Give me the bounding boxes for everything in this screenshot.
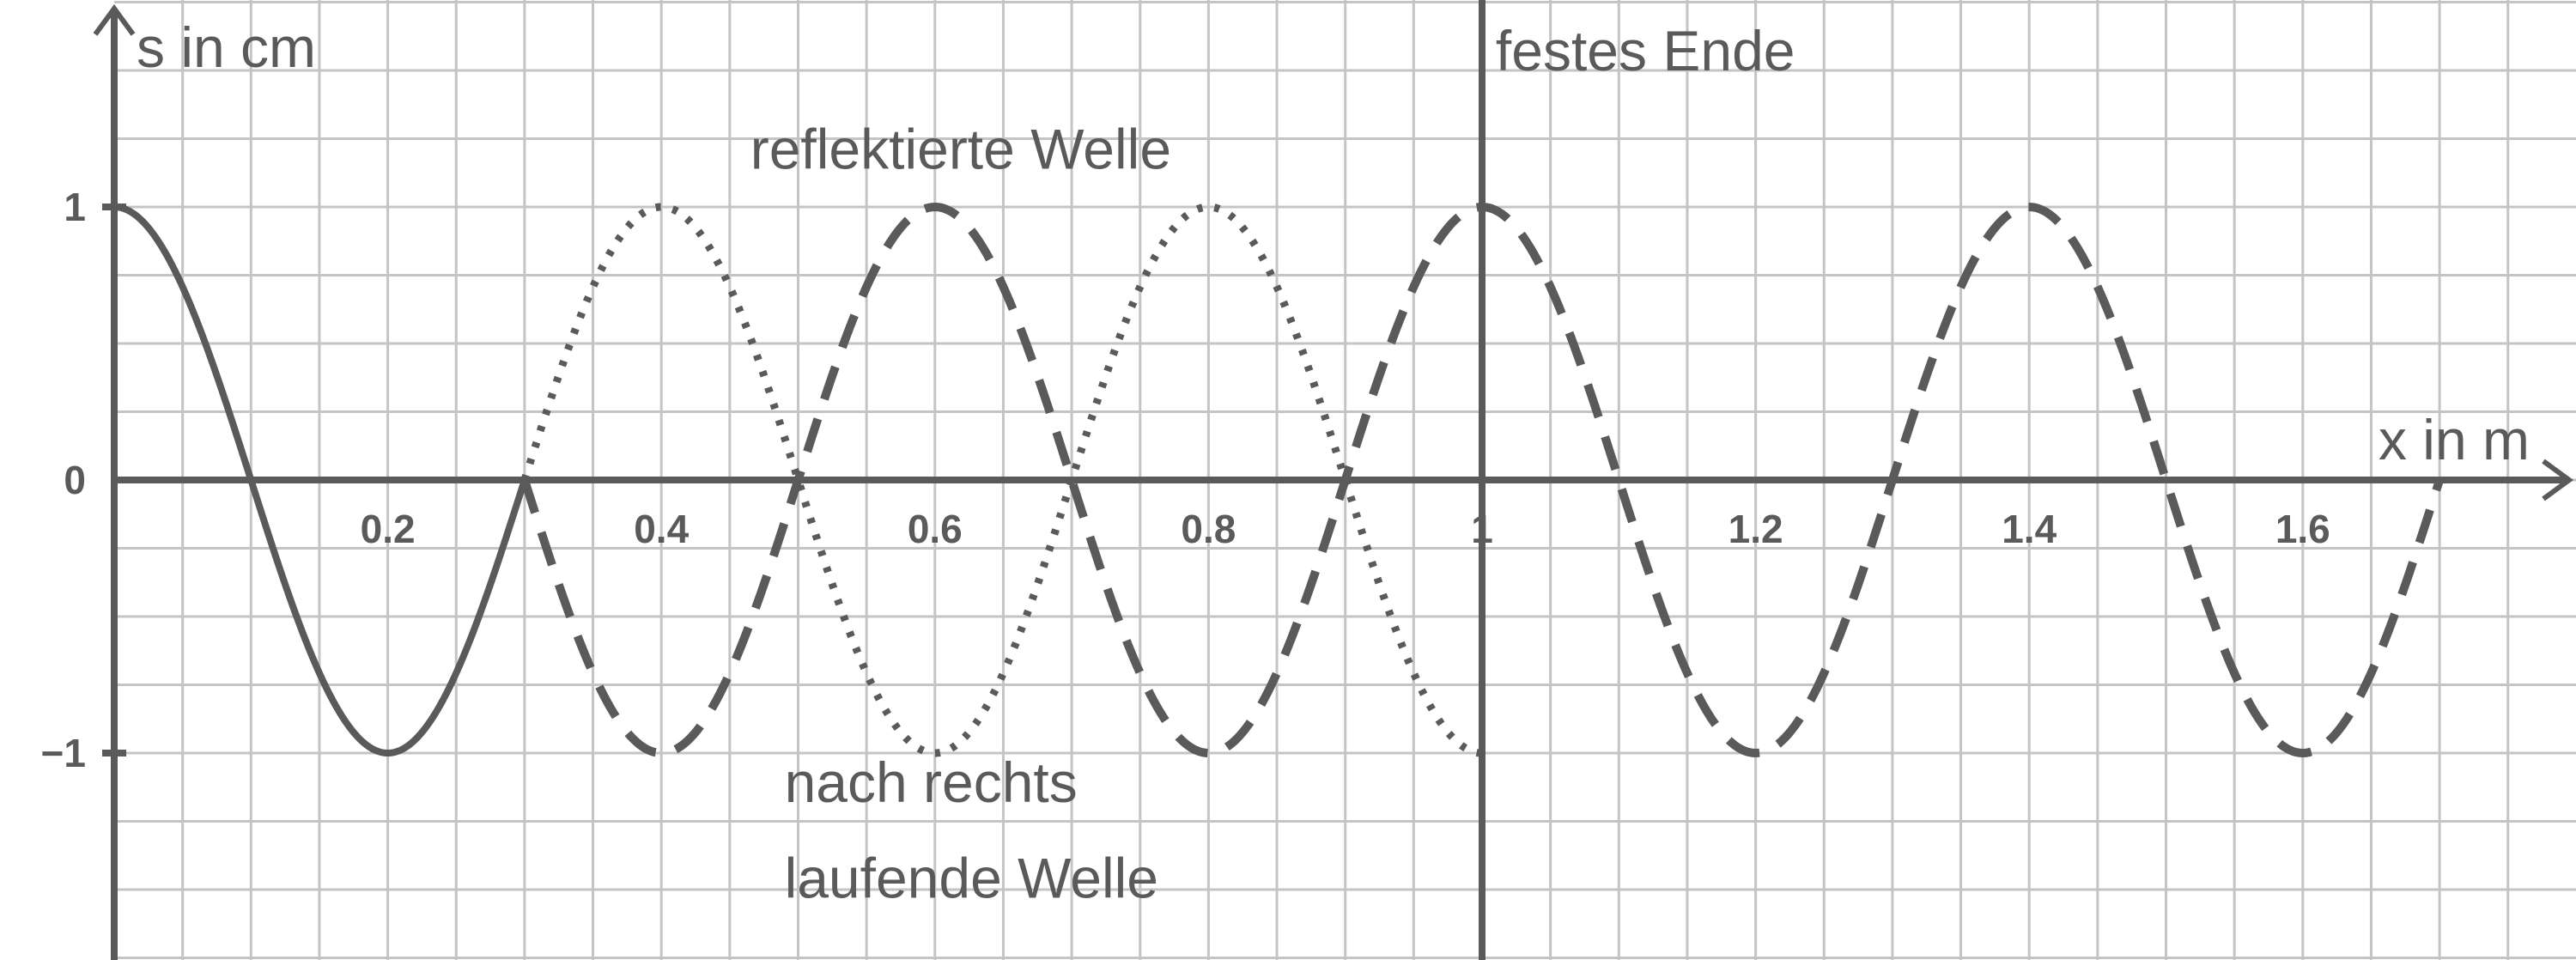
x-axis-arrow-icon bbox=[2542, 459, 2574, 501]
annotation-label: reflektierte Welle bbox=[750, 117, 1171, 180]
x-tick-label: 1 bbox=[1471, 507, 1493, 551]
tick-labels: 0.2 0.4 0.6 0.8 1 1.2 1.4 1.6 1 0 −1 bbox=[41, 185, 2330, 775]
x-tick-label: 0.6 bbox=[908, 507, 963, 551]
annotation-label: festes Ende bbox=[1496, 19, 1795, 82]
x-axis-label: x in m bbox=[2379, 408, 2530, 471]
annotation-label: nach rechts bbox=[785, 750, 1078, 814]
x-tick-label: 0.2 bbox=[361, 507, 416, 551]
labels: s in cm x in m bbox=[137, 15, 2530, 471]
y-axis-arrow-icon bbox=[93, 3, 136, 36]
series-line-solid bbox=[113, 204, 528, 757]
annotations: festes Ende reflektierte Welle nach rechts… bbox=[750, 19, 1795, 910]
y-tick-label: −1 bbox=[41, 731, 86, 775]
x-tick-label: 0.8 bbox=[1181, 507, 1236, 551]
x-tick-label: 1.6 bbox=[2275, 507, 2330, 551]
x-tick-label: 1.4 bbox=[2002, 507, 2057, 551]
x-tick-label: 1.2 bbox=[1728, 507, 1783, 551]
annotation-label: laufende Welle bbox=[785, 847, 1158, 910]
axes bbox=[93, 0, 2574, 960]
x-tick-label: 0.4 bbox=[634, 507, 689, 551]
y-axis-label: s in cm bbox=[137, 15, 316, 79]
y-tick-label: 0 bbox=[64, 458, 86, 502]
y-tick-label: 1 bbox=[64, 185, 86, 229]
